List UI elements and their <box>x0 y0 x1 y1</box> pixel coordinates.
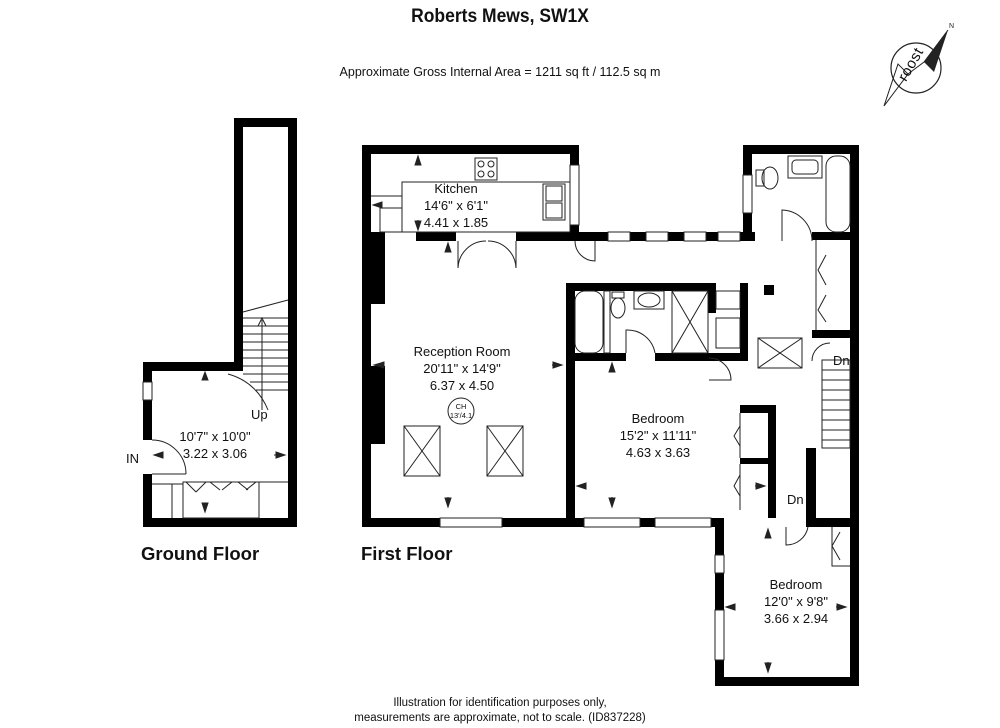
window-top-1 <box>607 231 631 242</box>
bedroom2-wall-top <box>814 518 859 527</box>
kitchen-window <box>569 164 580 226</box>
ground-cupboards <box>152 481 288 519</box>
column <box>764 285 774 295</box>
ground-window <box>142 381 153 401</box>
roost-compass-logo: N <box>883 23 954 107</box>
bedroom2-door <box>785 526 809 546</box>
ensuite-wall-bottom-b <box>655 353 747 361</box>
ground-wall-top <box>234 118 296 127</box>
bedroom1-wall-cupboard-top <box>740 405 776 413</box>
ensuite-fittings <box>574 290 709 354</box>
reception-imperial: 20'11" x 14'9" <box>423 361 501 376</box>
first-wall-bottom <box>362 518 724 527</box>
entrance-door-swing <box>151 439 187 475</box>
window-top-3 <box>683 231 707 242</box>
bath-window <box>742 174 753 214</box>
ground-wall-shaft-left <box>234 118 243 370</box>
cupboard-wall <box>740 283 748 361</box>
kitchen-wall-bottom-a <box>371 232 385 241</box>
first-wall-right <box>850 145 859 685</box>
landing-door <box>574 240 596 262</box>
stair-wall <box>806 448 816 527</box>
bedroom2-imperial: 12'0" x 9'8" <box>763 594 829 609</box>
kitchen-name: Kitchen <box>434 181 478 196</box>
kitchen-fittings <box>371 157 571 233</box>
ground-wall-bottom <box>143 518 297 527</box>
bedroom2-name: Bedroom <box>769 577 823 592</box>
kitchen-label: Kitchen 14'6" x 6'1" 4.41 x 1.85 <box>408 180 504 231</box>
disclaimer-line1: Illustration for identification purposes… <box>393 697 607 709</box>
bedroom1-window-2 <box>654 517 712 528</box>
entrance-gap <box>143 440 152 474</box>
bathroom-fittings <box>755 155 851 242</box>
bedroom2-label: Bedroom 12'0" x 9'8" 3.66 x 2.94 <box>746 576 846 627</box>
disclaimer: Illustration for identification purposes… <box>0 696 1000 726</box>
first-floor-label: First Floor <box>361 543 453 564</box>
window-top-2 <box>645 231 669 242</box>
reception-bedroom-wall <box>566 283 575 527</box>
bedroom2-window-1 <box>714 554 725 574</box>
ensuite-wall-bottom-a <box>566 353 626 361</box>
kitchen-wall-bottom-b <box>416 232 456 241</box>
hall-cupboard-top <box>812 232 859 240</box>
bedroom1-metric: 4.63 x 3.63 <box>625 445 691 460</box>
first-floor-stairs <box>811 342 851 449</box>
cupboard-divider <box>740 458 776 464</box>
bedroom2-dn-label: Dn <box>787 492 804 507</box>
reception-window <box>439 517 503 528</box>
bedroom1-name: Bedroom <box>631 411 685 426</box>
ground-floor-plan <box>142 118 297 527</box>
ground-room-imperial: 10'7" x 10'0" <box>179 429 251 444</box>
first-floor-plan <box>362 145 859 686</box>
bedroom2-window-2 <box>714 609 725 661</box>
shower-wall <box>708 283 716 313</box>
ground-wall-room-top <box>143 362 243 371</box>
bedroom2-wall-left <box>715 518 724 686</box>
entrance-in-label: IN <box>126 451 139 466</box>
ground-floor-label: Ground Floor <box>141 543 260 564</box>
kitchen-imperial: 14'6" x 6'1" <box>423 198 489 213</box>
ceiling-height-label: CH 13'/4.1 <box>441 402 481 420</box>
hall-cupboard-bottom <box>812 330 859 338</box>
bedroom1-imperial: 15'2" x 11'11" <box>619 428 697 443</box>
svg-text:N: N <box>949 23 954 30</box>
property-title: Roberts Mews, SW1X <box>411 6 589 27</box>
stairs-down-label: Dn <box>833 353 850 368</box>
bedroom1-door <box>708 357 732 381</box>
first-dimension-arrows <box>371 154 848 674</box>
ceiling-height-marker <box>447 397 475 425</box>
first-wall-left <box>362 145 371 527</box>
kitchen-wall-bottom-c <box>516 232 572 241</box>
ch-value: 13'/4.1 <box>449 411 473 420</box>
reception-name: Reception Room <box>413 344 511 359</box>
disclaimer-line2: measurements are approximate, not to sca… <box>354 712 646 724</box>
bath-wall-top <box>743 145 859 154</box>
kitchen-double-door <box>457 240 517 269</box>
gross-internal-area: Approximate Gross Internal Area = 1211 s… <box>339 65 661 79</box>
ground-dimension-arrows <box>152 370 287 514</box>
ground-room-dimensions: 10'7" x 10'0" 3.22 x 3.06 <box>170 428 260 462</box>
skylights <box>403 337 803 477</box>
ch-label: CH <box>455 402 467 411</box>
chimney-block-2 <box>371 366 385 444</box>
ground-stairs <box>227 299 289 411</box>
bedroom2-wall-bottom <box>715 677 859 686</box>
chimney-block-1 <box>371 240 385 304</box>
reception-metric: 6.37 x 4.50 <box>429 378 495 393</box>
ensuite-wall-top <box>566 283 716 291</box>
bedroom2-metric: 3.66 x 2.94 <box>763 611 829 626</box>
kitchen-metric: 4.41 x 1.85 <box>423 215 489 230</box>
first-wall-top-left <box>362 145 579 154</box>
ground-room-metric: 3.22 x 3.06 <box>182 446 248 461</box>
ground-wall-right <box>288 118 297 527</box>
bedroom1-window-1 <box>583 517 641 528</box>
ground-up-label: Up <box>251 407 268 422</box>
reception-label: Reception Room 20'11" x 14'9" 6.37 x 4.5… <box>407 343 517 394</box>
first-floor-cupboards <box>715 240 850 567</box>
window-top-4 <box>717 231 741 242</box>
bedroom1-label: Bedroom 15'2" x 11'11" 4.63 x 3.63 <box>606 410 710 461</box>
